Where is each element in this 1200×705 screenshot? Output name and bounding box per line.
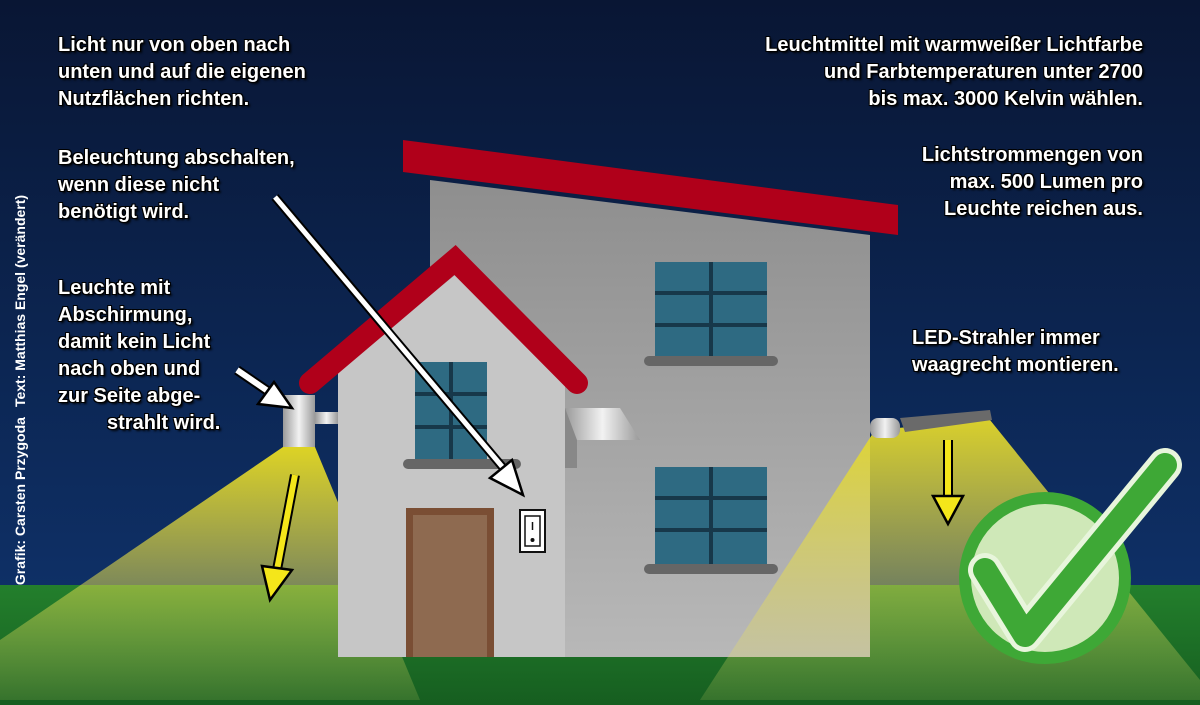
text-line: waagrecht montieren.: [912, 354, 1119, 376]
credit-line: Grafik: Carsten Przygoda Text: Matthias E…: [12, 195, 28, 585]
front-door: [406, 508, 494, 657]
text-line: zur Seite abge-: [58, 385, 201, 407]
checkmark-icon: [959, 448, 1182, 664]
text-line: wenn diese nicht: [58, 174, 220, 196]
back-roof: [403, 140, 898, 235]
text-line: strahlt wird.: [107, 412, 221, 434]
text-line: benötigt wird.: [58, 201, 190, 223]
text-line: damit kein Licht: [58, 331, 211, 353]
text-line: Licht nur von oben nach: [58, 34, 291, 56]
credit-text: Text: Matthias Engel (verändert): [12, 194, 28, 408]
text-light-direction: Licht nur von oben nach unten und auf di…: [58, 32, 306, 113]
credit-graphic: Grafik: Carsten Przygoda: [12, 417, 28, 586]
front-roof: [299, 245, 588, 394]
text-line: Leuchte reichen aus.: [944, 198, 1143, 220]
window-lower-right: [644, 467, 778, 574]
text-warm-white: Leuchtmittel mit warmweißer Lichtfarbe u…: [765, 32, 1143, 113]
text-line: max. 500 Lumen pro: [949, 171, 1143, 193]
front-house: [299, 245, 588, 657]
text-shielded-lamp: Leuchte mit Abschirmung, damit kein Lich…: [58, 275, 220, 437]
text-line: bis max. 3000 Kelvin wählen.: [868, 88, 1143, 110]
text-line: LED-Strahler immer: [912, 327, 1100, 349]
left-light-beam: [0, 447, 420, 700]
wall-lamp-middle: [565, 408, 640, 440]
text-switch-off: Beleuchtung abschalten, wenn diese nicht…: [58, 145, 295, 226]
text-line: Beleuchtung abschalten,: [58, 147, 295, 169]
text-line: Leuchte mit: [58, 277, 171, 299]
text-line: Lichtstrommengen von: [921, 144, 1143, 166]
text-line: und Farbtemperaturen unter 2700: [824, 61, 1143, 83]
arrow-light-down-right-icon: [930, 440, 966, 527]
text-line: unten und auf die eigenen: [58, 61, 306, 83]
text-led-horizontal: LED-Strahler immer waagrecht montieren.: [912, 325, 1119, 379]
window-upper-right: [644, 262, 778, 366]
text-line: nach oben und: [58, 358, 201, 380]
text-lumen: Lichtstrommengen von max. 500 Lumen pro …: [922, 142, 1143, 223]
arrow-light-down-left-icon: [260, 474, 300, 603]
arrow-to-left-lamp-icon: [234, 365, 295, 410]
arrow-to-switch-icon: [271, 194, 526, 498]
text-line: Abschirmung,: [58, 304, 193, 326]
text-line: Nutzflächen richten.: [58, 88, 250, 110]
right-led-floodlight: [870, 410, 992, 438]
text-line: Leuchtmittel mit warmweißer Lichtfarbe: [765, 34, 1143, 56]
light-switch-icon: [519, 509, 546, 553]
